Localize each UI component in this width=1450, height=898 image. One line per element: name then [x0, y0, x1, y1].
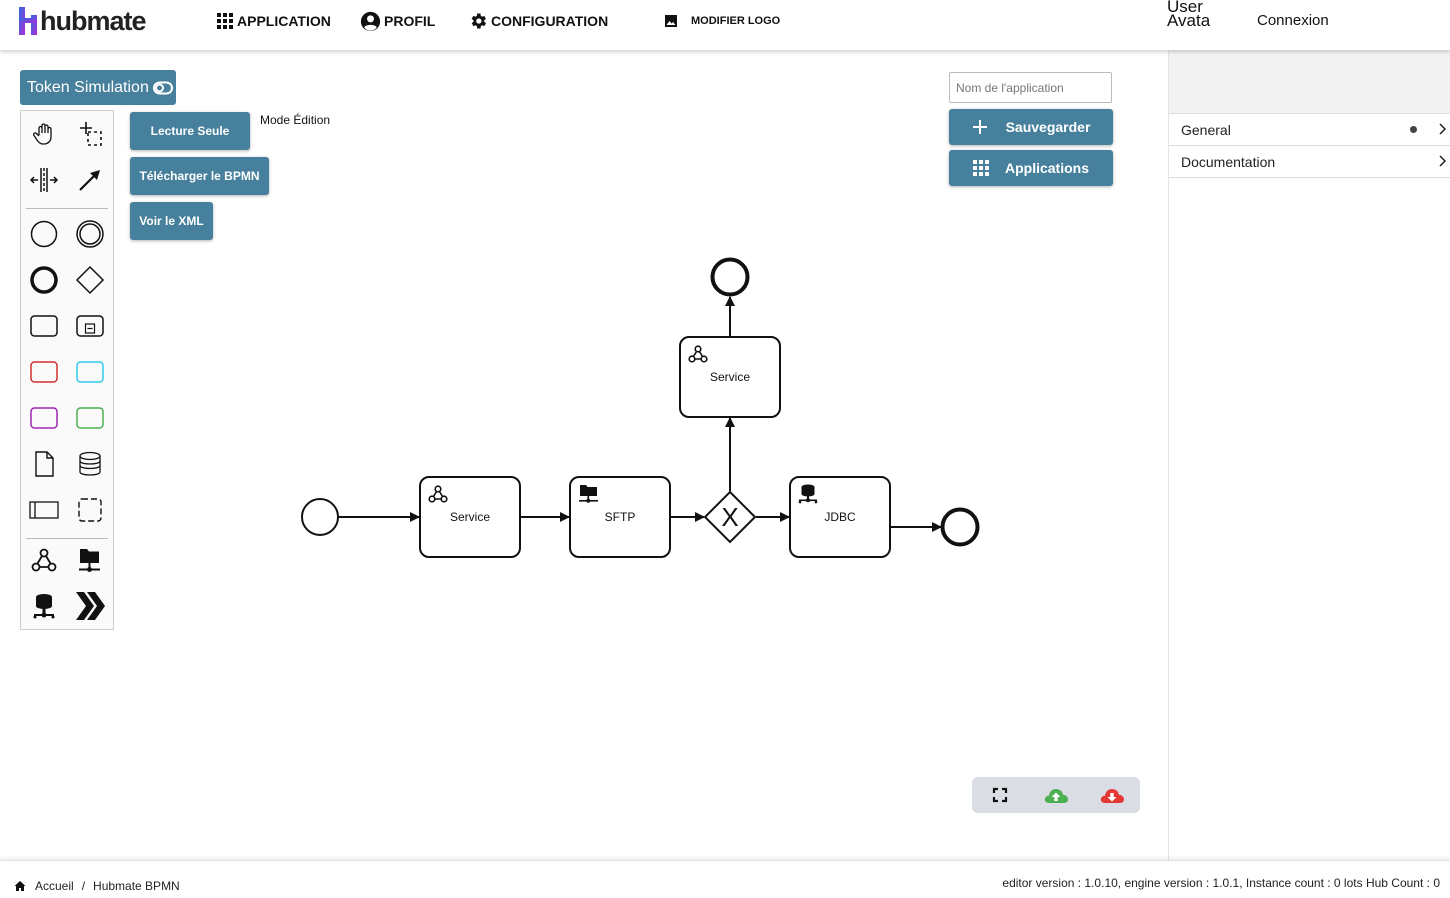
- section-label: General: [1181, 122, 1231, 138]
- upload-button[interactable]: [1042, 783, 1070, 807]
- cloud-download-icon: [1099, 786, 1125, 804]
- sftp-task[interactable]: SFTP: [570, 477, 670, 557]
- end-event[interactable]: [943, 510, 978, 545]
- gear-icon: [468, 11, 488, 31]
- start-event[interactable]: [302, 499, 338, 535]
- download-button[interactable]: [1098, 783, 1126, 807]
- task-label: SFTP: [605, 510, 636, 524]
- end-event[interactable]: [713, 260, 748, 295]
- gateway-symbol: X: [721, 502, 738, 532]
- properties-panel: General Documentation: [1168, 50, 1450, 860]
- apps-grid-icon: [216, 12, 234, 30]
- nav-configuration[interactable]: CONFIGURATION: [468, 10, 608, 32]
- nav-modifier-logo-label: MODIFIER LOGO: [691, 15, 780, 27]
- user-avatar[interactable]: User Avatar: [1167, 0, 1211, 30]
- breadcrumb-separator: /: [82, 879, 85, 893]
- section-label: Documentation: [1181, 154, 1275, 170]
- account-circle-icon: [360, 11, 381, 32]
- fullscreen-button[interactable]: [986, 783, 1014, 807]
- nav-modifier-logo[interactable]: MODIFIER LOGO: [664, 10, 780, 32]
- properties-section-documentation[interactable]: Documentation: [1169, 146, 1450, 178]
- nav-application[interactable]: APPLICATION: [216, 10, 331, 32]
- cloud-upload-icon: [1043, 786, 1069, 804]
- breadcrumb-current: Hubmate BPMN: [93, 879, 180, 893]
- properties-panel-header: [1169, 50, 1450, 114]
- brand-name: hubmate: [40, 6, 146, 37]
- breadcrumb: Accueil / Hubmate BPMN: [14, 879, 180, 893]
- nav-application-label: APPLICATION: [237, 13, 331, 29]
- footer-bar: Accueil / Hubmate BPMN editor version : …: [0, 860, 1450, 898]
- top-navbar: hubmate APPLICATION PROFIL CONFIGURATION…: [0, 0, 1450, 50]
- service-task[interactable]: Service: [680, 337, 780, 417]
- canvas-action-bar: [972, 777, 1140, 813]
- hubmate-logo-mark-icon: [18, 5, 38, 37]
- nav-profil[interactable]: PROFIL: [360, 10, 435, 32]
- sftp-folder-icon: [579, 485, 598, 503]
- nav-profil-label: PROFIL: [384, 13, 435, 29]
- hubmate-logo[interactable]: hubmate: [18, 4, 146, 38]
- connexion-link[interactable]: Connexion: [1257, 12, 1329, 29]
- task-label: Service: [450, 510, 490, 524]
- home-icon[interactable]: [14, 880, 26, 892]
- service-task[interactable]: Service: [420, 477, 520, 557]
- breadcrumb-accueil[interactable]: Accueil: [35, 879, 74, 893]
- properties-section-general[interactable]: General: [1169, 114, 1450, 146]
- fullscreen-icon: [992, 787, 1008, 803]
- version-info: editor version : 1.0.10, engine version …: [1002, 876, 1440, 890]
- exclusive-gateway[interactable]: X: [705, 492, 755, 542]
- chevron-right-icon: [1437, 122, 1447, 136]
- image-icon: [664, 14, 678, 28]
- section-changed-dot: [1410, 126, 1417, 133]
- task-label: JDBC: [824, 510, 856, 524]
- bpmn-diagram: Service SFTP X JDBC: [0, 0, 1168, 860]
- chevron-right-icon: [1437, 154, 1447, 168]
- jdbc-task[interactable]: JDBC: [790, 477, 890, 557]
- task-label: Service: [710, 370, 750, 384]
- nav-configuration-label: CONFIGURATION: [491, 13, 608, 29]
